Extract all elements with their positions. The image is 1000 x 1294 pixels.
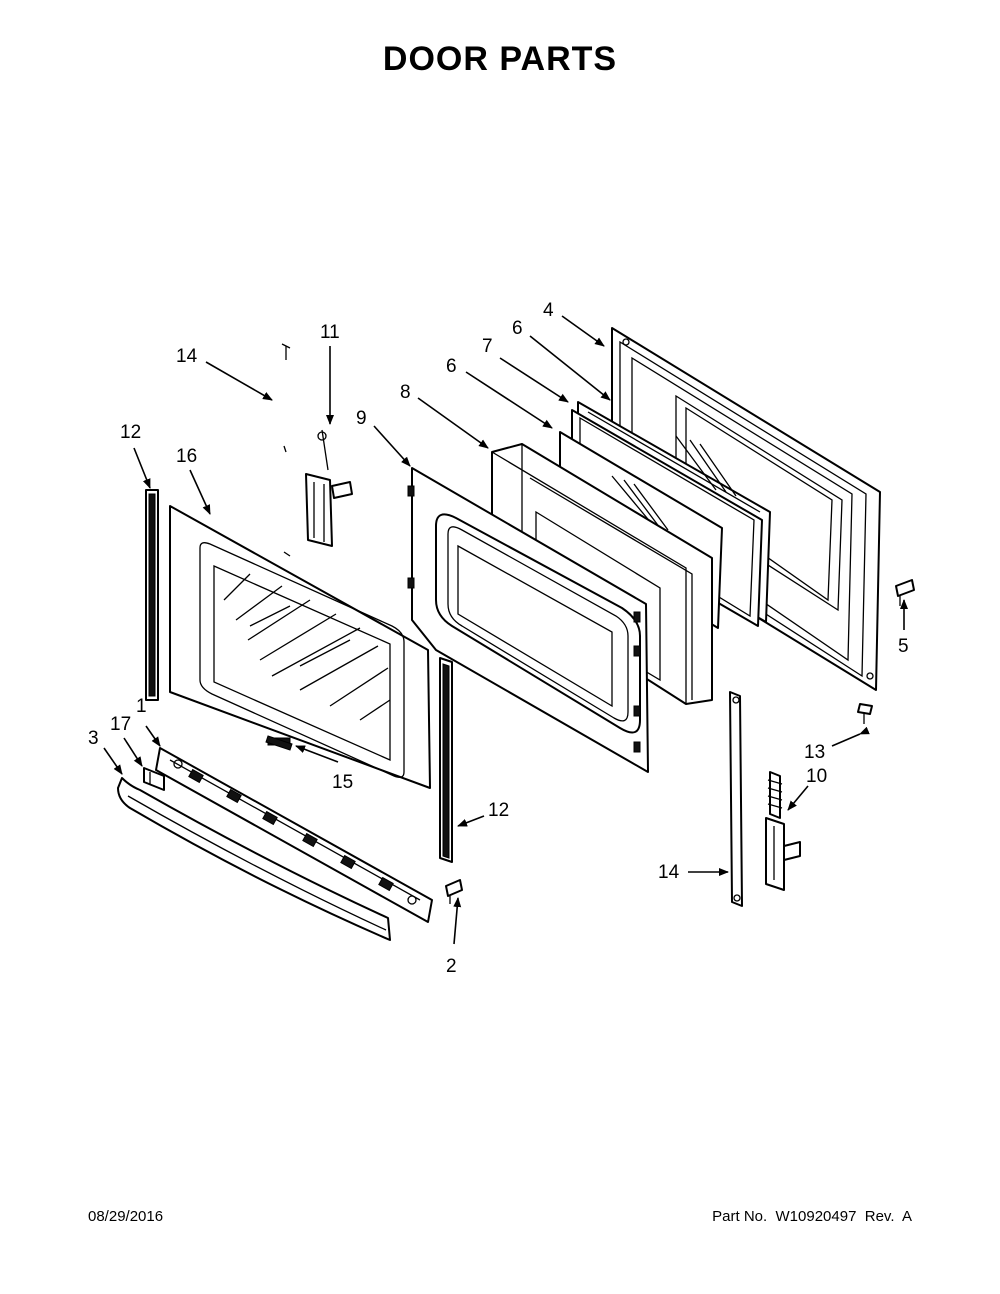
screw-part-2 [445,879,463,904]
callout-5: 5 [898,636,909,657]
callout-14: 14 [176,346,198,367]
callout-10: 10 [806,766,827,787]
leader-lines [103,315,908,945]
hinge-receiver-part-14-lower [729,691,743,907]
callout-16: 16 [176,446,197,467]
callout-13: 13 [804,742,825,763]
vent-trim-part-1 [155,747,433,923]
callout-4: 4 [543,300,554,321]
hinge-part-10 [765,771,801,891]
insulation-frame-part-8 [491,443,713,705]
callout-8: 8 [400,382,411,403]
screw-part-5 [895,579,915,606]
footer-date: 08/29/2016 [88,1208,164,1225]
callout-14: 14 [658,862,680,883]
callout-3: 3 [88,728,99,749]
hinge-part-11 [305,429,353,547]
callout-6: 6 [512,318,523,339]
hinge-receiver-part-14-upper [281,343,291,557]
door-side-trim-part-12-left [145,489,159,701]
callout-6: 6 [446,356,457,377]
callout-7: 7 [482,336,493,357]
door-frame-part-9 [407,467,649,773]
footer-part-number: Part No. W10920497 Rev. A [712,1208,912,1225]
callout-15: 15 [332,772,353,793]
page-title: DOOR PARTS [382,40,618,78]
door-side-trim-part-12-right [439,657,453,863]
callout-11: 11 [320,322,340,343]
door-handle-part-3 [117,777,391,941]
outer-door-panel-part-16 [169,505,431,789]
logo-badge-part-15 [265,735,293,751]
screw-part-13 [857,703,873,724]
handle-endcap-part-17 [143,767,165,791]
callout-2: 2 [446,956,457,977]
callout-9: 9 [356,408,367,429]
callout-17: 17 [110,714,131,735]
callout-12: 12 [120,422,141,443]
callout-labels: 4 6 7 6 8 9 11 14 12 16 5 13 10 14 12 15… [88,300,909,977]
callout-12: 12 [488,800,509,821]
callout-1: 1 [136,696,147,717]
